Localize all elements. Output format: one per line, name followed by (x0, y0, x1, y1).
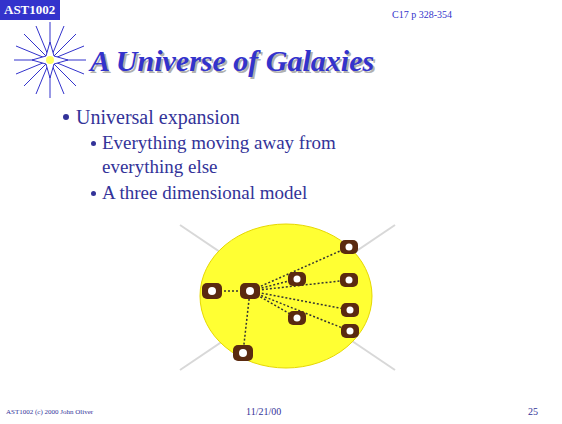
galaxy-icons (202, 240, 359, 361)
slide-title: A Universe of Galaxies (90, 44, 374, 78)
footer-date: 11/21/00 (246, 406, 281, 417)
footer-credit: AST1002 (c) 2000 John Oliver (6, 408, 93, 416)
bullet-text: Universal expansion (76, 105, 240, 129)
sub-bullet-text: Everything moving away from everything e… (102, 131, 364, 179)
slide-number: 25 (528, 406, 538, 417)
universe-ellipse (200, 224, 372, 368)
bullet-dot (63, 114, 69, 120)
frame-lines (180, 225, 395, 370)
bullet-dot (91, 191, 96, 196)
star-icon (14, 22, 86, 98)
sub-bullet-text: A three dimensional model (102, 181, 307, 205)
star-center (46, 56, 54, 64)
star-core (32, 42, 68, 78)
bullet-dot (91, 141, 96, 146)
expansion-lines (212, 247, 350, 353)
course-code: AST1002 (4, 2, 55, 18)
chapter-ref: C17 p 328-354 (392, 9, 452, 20)
header-band (0, 0, 60, 20)
